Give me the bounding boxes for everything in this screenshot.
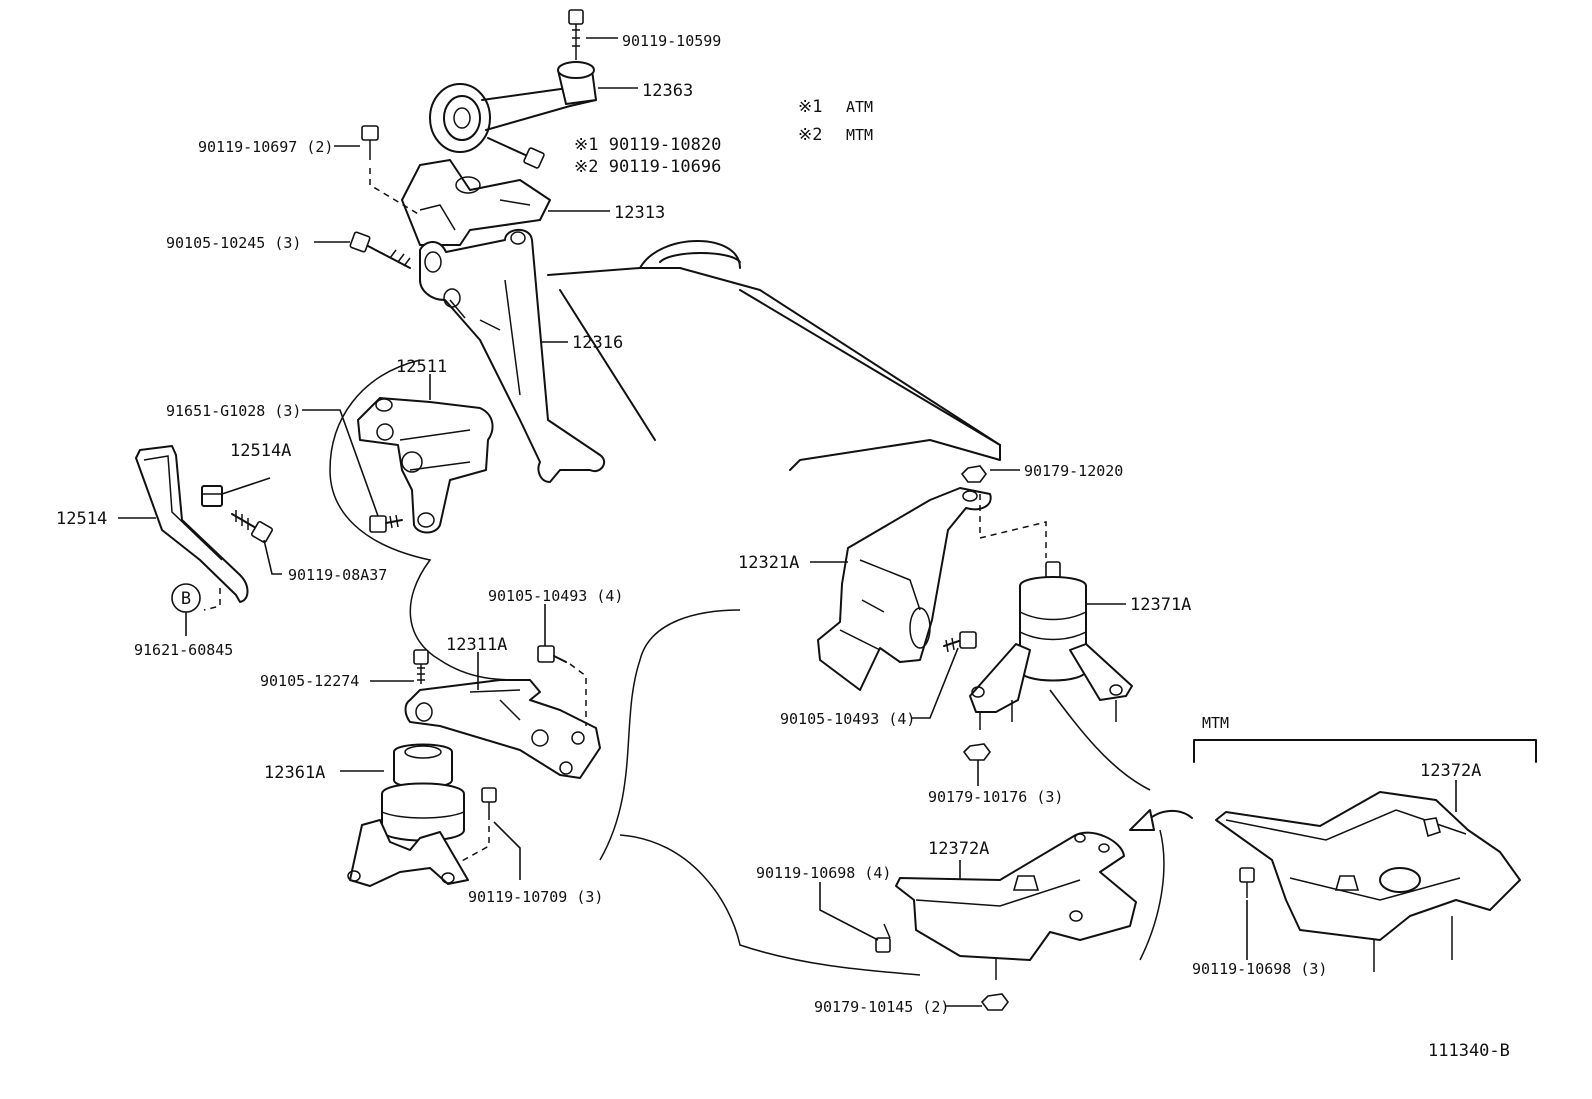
- label-12371A: 12371A: [1130, 595, 1191, 615]
- bolt-90119-10698-right: [1239, 867, 1255, 898]
- mount-12372A-mtm: [1215, 791, 1521, 972]
- bolt-90119-10698-left: [875, 923, 891, 953]
- reference-circle-b: B: [171, 583, 201, 613]
- nut-90179-10176: [962, 743, 991, 761]
- bracket-12514: [135, 445, 249, 603]
- bracket-12321A: [817, 487, 992, 691]
- legend: ※1 ATM ※2 MTM: [798, 97, 873, 145]
- bolt-90119-10599: [568, 9, 584, 60]
- label-90119-10698-right: 90119-10698 (3): [1192, 960, 1327, 978]
- reference-letter: B: [181, 589, 191, 609]
- clip-91621-60845: [203, 588, 221, 611]
- label-90119-08A37: 90119-08A37: [288, 566, 387, 584]
- torque-rod-12363: [429, 61, 597, 153]
- bolt-91651-G1028: [369, 514, 403, 533]
- nut-90179-12020: [960, 465, 1047, 558]
- label-91651-G1028: 91651-G1028 (3): [166, 402, 301, 420]
- label-12311A: 12311A: [446, 635, 507, 655]
- label-12313: 12313: [614, 203, 665, 223]
- label-12321A: 12321A: [738, 553, 799, 573]
- label-12363: 12363: [642, 81, 693, 101]
- label-90105-10493-right: 90105-10493 (4): [780, 710, 915, 728]
- bolt-90119-10709: [459, 787, 497, 863]
- label-90105-12274: 90105-12274: [260, 672, 359, 690]
- bolt-90119-10820: [487, 137, 545, 169]
- label-90119-10697: 90119-10697 (2): [198, 138, 333, 156]
- bracket-12311A: [404, 679, 601, 779]
- label-note-mtm-bolt: ※2 90119-10696: [574, 157, 721, 177]
- nut-90179-10145: [980, 993, 1009, 1011]
- label-12514: 12514: [56, 509, 107, 529]
- label-note-atm-bolt: ※1 90119-10820: [574, 135, 721, 155]
- label-90105-10493-left: 90105-10493 (4): [488, 587, 623, 605]
- bracket-12316: [419, 228, 606, 483]
- engine-outline: [329, 240, 1165, 976]
- bracket-12511: [357, 397, 494, 534]
- arrow-to-12372A: [1129, 809, 1193, 831]
- figure-id: 111340-B: [1428, 1041, 1510, 1061]
- label-90119-10599: 90119-10599: [622, 32, 721, 50]
- bolt-90105-10245: [349, 231, 411, 269]
- bolt-90119-08A37: [231, 510, 273, 543]
- legend-text-2: MTM: [846, 126, 873, 144]
- label-90179-10145: 90179-10145 (2): [814, 998, 949, 1016]
- legend-mark-1: ※1: [798, 97, 822, 117]
- label-12361A: 12361A: [264, 763, 325, 783]
- callout-labels: 90119-10599 12363 90119-10697 (2) ※1 901…: [56, 32, 1481, 1016]
- label-12316: 12316: [572, 333, 623, 353]
- bolt-90105-12274: [413, 649, 429, 684]
- label-12372A-mtm: 12372A: [1420, 761, 1481, 781]
- legend-text-1: ATM: [846, 98, 873, 116]
- mount-12361A: [347, 743, 469, 887]
- cushion-12514A: [201, 485, 223, 507]
- leader-lines: [118, 37, 1457, 1007]
- bolt-90105-10493-right: [943, 631, 977, 653]
- bolt-90105-10493-left: [537, 645, 587, 726]
- legend-mark-2: ※2: [798, 125, 822, 145]
- label-90179-12020: 90179-12020: [1024, 462, 1123, 480]
- mtm-bracket-line: [1193, 739, 1537, 763]
- label-90119-10698-left: 90119-10698 (4): [756, 864, 891, 882]
- label-90119-10709: 90119-10709 (3): [468, 888, 603, 906]
- label-91621-60845: 91621-60845: [134, 641, 233, 659]
- label-90179-10176: 90179-10176 (3): [928, 788, 1063, 806]
- mount-12372A-atm: [895, 831, 1137, 980]
- bolt-90119-10697: [361, 125, 421, 216]
- label-12511: 12511: [396, 357, 447, 377]
- label-12372A-atm: 12372A: [928, 839, 989, 859]
- bracket-12313: [401, 159, 551, 246]
- label-12514A: 12514A: [230, 441, 291, 461]
- mount-12371A: [969, 561, 1133, 730]
- label-90105-10245: 90105-10245 (3): [166, 234, 301, 252]
- label-mtm-group: MTM: [1202, 714, 1229, 732]
